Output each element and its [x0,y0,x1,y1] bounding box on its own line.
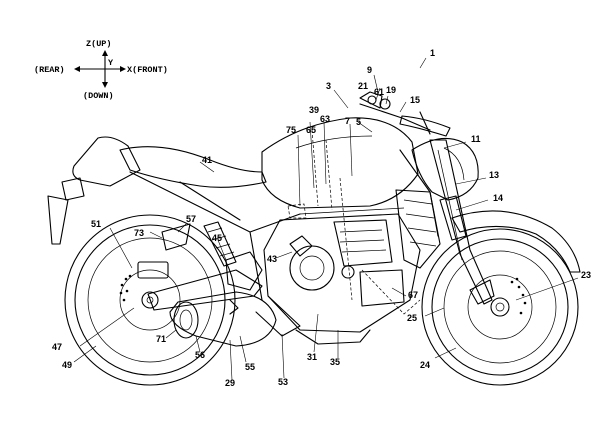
arrow-up-icon [102,50,108,56]
direction-indicator: Z(UP) (DOWN) X(FRONT) (REAR) Y [34,39,168,101]
callout-11: 11 [471,134,481,144]
footpeg [229,299,239,315]
axis-down-label: (DOWN) [83,91,114,101]
callout-labels: 1 3 5 7 9 11 13 14 15 19 21 23 24 25 29 … [52,48,591,388]
front-wheel [421,228,579,386]
arrow-down-icon [102,82,108,88]
front-fork [429,139,493,305]
exhaust [169,291,301,347]
underbody [295,329,371,345]
shock-spring [207,227,235,257]
headlight [411,137,479,201]
callout-39: 39 [309,105,319,115]
air-duct [161,223,191,251]
callout-47: 47 [52,342,62,352]
engine [225,213,421,333]
tail-cowl [72,136,141,187]
radiator-fins [403,199,437,247]
arrow-left-icon [74,66,80,72]
hidden-line [311,129,319,207]
callout-55: 55 [245,362,255,372]
callout-21: 21 [358,81,368,91]
callout-31: 31 [307,352,317,362]
callout-43: 43 [267,254,277,264]
callout-24: 24 [420,360,430,370]
callout-25: 25 [407,313,417,323]
leader-lines [73,57,579,381]
callout-73: 73 [134,228,144,238]
callout-3: 3 [326,81,331,91]
callout-41: 41 [202,155,212,165]
callout-45: 45 [212,233,222,243]
axis-rear-label: (REAR) [34,65,65,75]
callout-23: 23 [581,270,591,280]
callout-71: 71 [156,334,166,344]
callout-75: 75 [286,125,296,135]
callout-56: 56 [195,350,205,360]
callout-29: 29 [225,378,235,388]
tail-light [61,177,85,201]
arrow-right-icon [120,66,126,72]
callout-9: 9 [367,65,372,75]
axis-up-label: Z(UP) [86,39,112,49]
callout-61: 61 [374,87,384,97]
callout-49: 49 [62,360,72,370]
seat [119,146,267,188]
hidden-component-75 [287,203,307,219]
callout-67: 67 [408,290,418,300]
fuel-tank [261,117,419,209]
callout-1: 1 [430,48,435,58]
license-plate-bracket [47,195,69,245]
callout-65: 65 [306,125,316,135]
callout-63: 63 [320,114,330,124]
hidden-line [325,139,333,211]
frame [129,149,439,301]
axis-front-label: X(FRONT) [127,65,168,75]
callout-19: 19 [386,85,396,95]
callout-7: 7 [345,116,350,126]
callout-14: 14 [493,193,503,203]
motorcycle-illustration [47,91,581,386]
radiator [395,189,441,269]
fuel-tank-crease [295,135,373,149]
front-fender [451,210,581,273]
callout-53: 53 [278,377,288,387]
handlebar [359,91,451,137]
callout-15: 15 [410,95,420,105]
callout-35: 35 [330,357,340,367]
rear-shock [203,221,237,267]
callout-57: 57 [186,214,196,224]
hidden-line [339,177,353,301]
callout-51: 51 [91,219,101,229]
axis-side-label: Y [108,58,114,68]
hidden-line [361,269,421,315]
callout-5: 5 [356,117,361,127]
headlight-lens [443,147,465,181]
swing-arm [147,269,263,311]
callout-13: 13 [489,170,499,180]
